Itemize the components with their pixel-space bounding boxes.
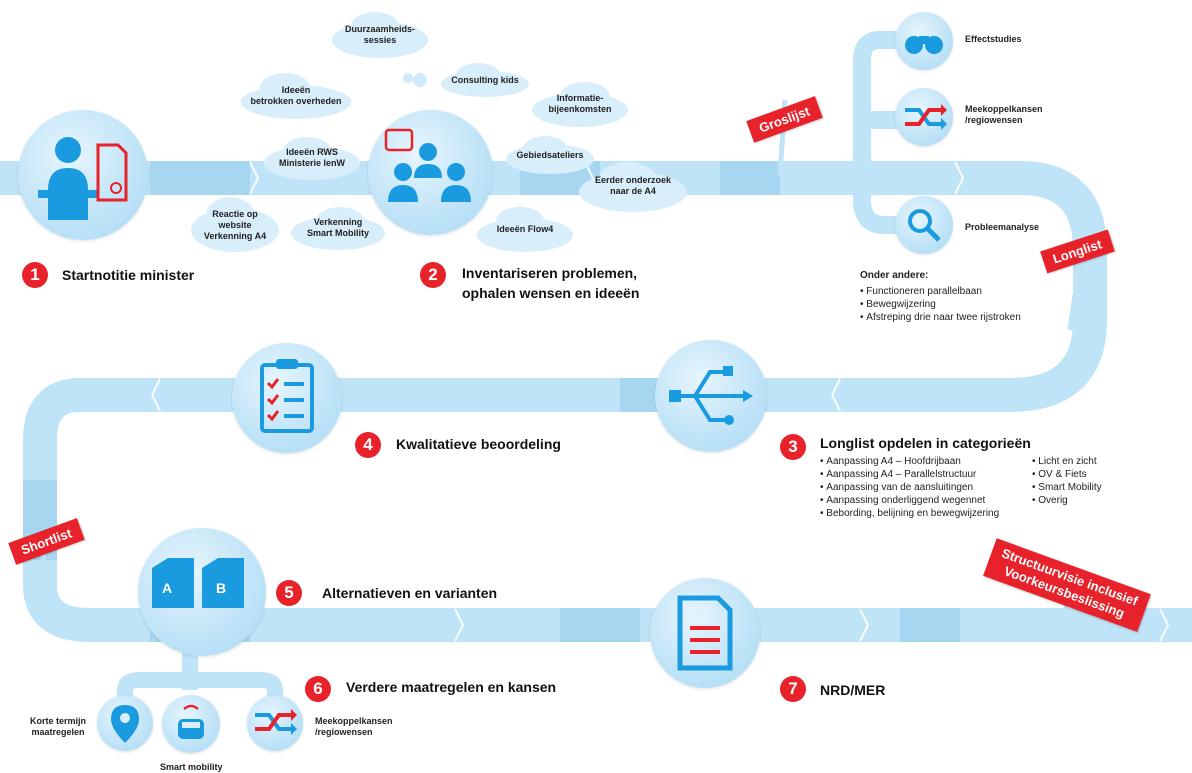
cloud-eerder-onderzoek: Eerder onderzoek naar de A4 bbox=[578, 158, 688, 214]
step3-badge: 3 bbox=[780, 434, 806, 460]
longlist-categories-col1: Aanpassing A4 – Hoofdrijbaan Aanpassing … bbox=[820, 455, 999, 520]
korte-termijn-label: Korte termijn maatregelen bbox=[30, 716, 87, 737]
boxes-icon bbox=[152, 558, 244, 608]
group-icon bbox=[384, 128, 471, 202]
list-item: Bewegwijzering bbox=[860, 298, 1021, 311]
document-icon bbox=[677, 595, 733, 671]
cloud-reactie: Reactie op website Verkenning A4 bbox=[190, 195, 280, 255]
list-item: Aanpassing A4 – Parallelstructuur bbox=[820, 468, 999, 481]
list-item: Aanpassing A4 – Hoofdrijbaan bbox=[820, 455, 999, 468]
longlist-categories-col2: Licht en zicht OV & Fiets Smart Mobility… bbox=[1032, 455, 1102, 507]
probleemanalyse-circle bbox=[895, 196, 953, 254]
cloud-flow4: Ideeën Flow4 bbox=[475, 205, 575, 253]
box-a-label: A bbox=[162, 580, 173, 596]
list-item: Licht en zicht bbox=[1032, 455, 1102, 468]
connected-car-icon bbox=[178, 704, 204, 739]
onder-andere-list: Functioneren parallelbaan Bewegwijzering… bbox=[860, 285, 1021, 324]
location-pin-icon bbox=[111, 705, 139, 743]
list-item: Bebording, belijning en bewegwijzering bbox=[820, 507, 999, 520]
step7-circle bbox=[650, 578, 760, 688]
list-item: Overig bbox=[1032, 494, 1102, 507]
smart-mobility-label: Smart mobility bbox=[160, 762, 223, 772]
meekoppel-top-label: Meekoppelkansen /regiowensen bbox=[965, 104, 1043, 125]
list-item: Smart Mobility bbox=[1032, 481, 1101, 494]
step4-label: Kwalitatieve beoordeling bbox=[396, 436, 561, 452]
meekoppel-top-circle bbox=[895, 88, 953, 146]
cloud-gebiedsateliers: Gebiedsateliers bbox=[505, 135, 595, 175]
shuffle-icon bbox=[905, 104, 947, 130]
effectstudies-label: Effectstudies bbox=[965, 34, 1022, 44]
effectstudies-circle bbox=[895, 12, 953, 70]
step6-label: Verdere maatregelen en kansen bbox=[346, 679, 557, 695]
step1-badge: 1 bbox=[22, 262, 48, 288]
cloud-rws: Ideeën RWS Ministerie IenW bbox=[262, 135, 362, 181]
list-item: Aanpassing onderliggend wegennet bbox=[820, 494, 999, 507]
step5-label: Alternatieven en varianten bbox=[322, 585, 498, 601]
list-item: OV & Fiets bbox=[1032, 468, 1102, 481]
cloud-consulting-kids: Consulting kids bbox=[440, 62, 530, 98]
split-icon bbox=[669, 366, 753, 425]
cloud-smart-mobility: Verkenning Smart Mobility bbox=[290, 205, 386, 251]
meekoppel-bottom-label: Meekoppelkansen /regiowensen bbox=[315, 716, 393, 737]
cloud-informatie: Informatie- bijeenkomsten bbox=[530, 80, 630, 128]
step5-circle: A B bbox=[138, 528, 266, 656]
magnifier-icon bbox=[908, 209, 941, 242]
step4-badge: 4 bbox=[355, 432, 381, 458]
step2-label: Inventariseren problemen, ophalen wensen… bbox=[462, 265, 640, 301]
presenter-icon bbox=[38, 137, 128, 220]
step1-circle bbox=[18, 110, 148, 240]
step1-label: Startnotitie minister bbox=[62, 267, 195, 283]
shuffle-icon bbox=[255, 709, 297, 735]
step5-badge: 5 bbox=[276, 580, 302, 606]
list-item: Aanpassing van de aansluitingen bbox=[820, 481, 999, 494]
box-b-label: B bbox=[216, 580, 227, 596]
probleemanalyse-label: Probleemanalyse bbox=[965, 222, 1040, 232]
cloud-duurzaamheid: Duurzaamheids- sessies bbox=[330, 10, 430, 60]
cloud-overheden: Ideeën betrokken overheden bbox=[240, 72, 352, 120]
step3-label: Longlist opdelen in categorieën bbox=[820, 435, 1031, 451]
step6-badge: 6 bbox=[305, 676, 331, 702]
step4-circle bbox=[232, 343, 342, 453]
onder-andere-heading: Onder andere: bbox=[860, 270, 929, 281]
step7-badge: 7 bbox=[780, 676, 806, 702]
step2-badge: 2 bbox=[420, 262, 446, 288]
list-item: Afstreping drie naar twee rijstroken bbox=[860, 311, 1021, 324]
checklist-icon bbox=[260, 359, 314, 433]
binoculars-icon bbox=[905, 36, 943, 54]
step7-label: NRD/MER bbox=[820, 682, 886, 698]
list-item: Functioneren parallelbaan bbox=[860, 285, 1021, 298]
smart-mobility-circle bbox=[162, 695, 220, 753]
step2-circle bbox=[368, 110, 493, 235]
step3-circle bbox=[655, 340, 767, 452]
korte-termijn-circle bbox=[97, 695, 153, 751]
meekoppel-bottom-circle bbox=[247, 695, 303, 751]
